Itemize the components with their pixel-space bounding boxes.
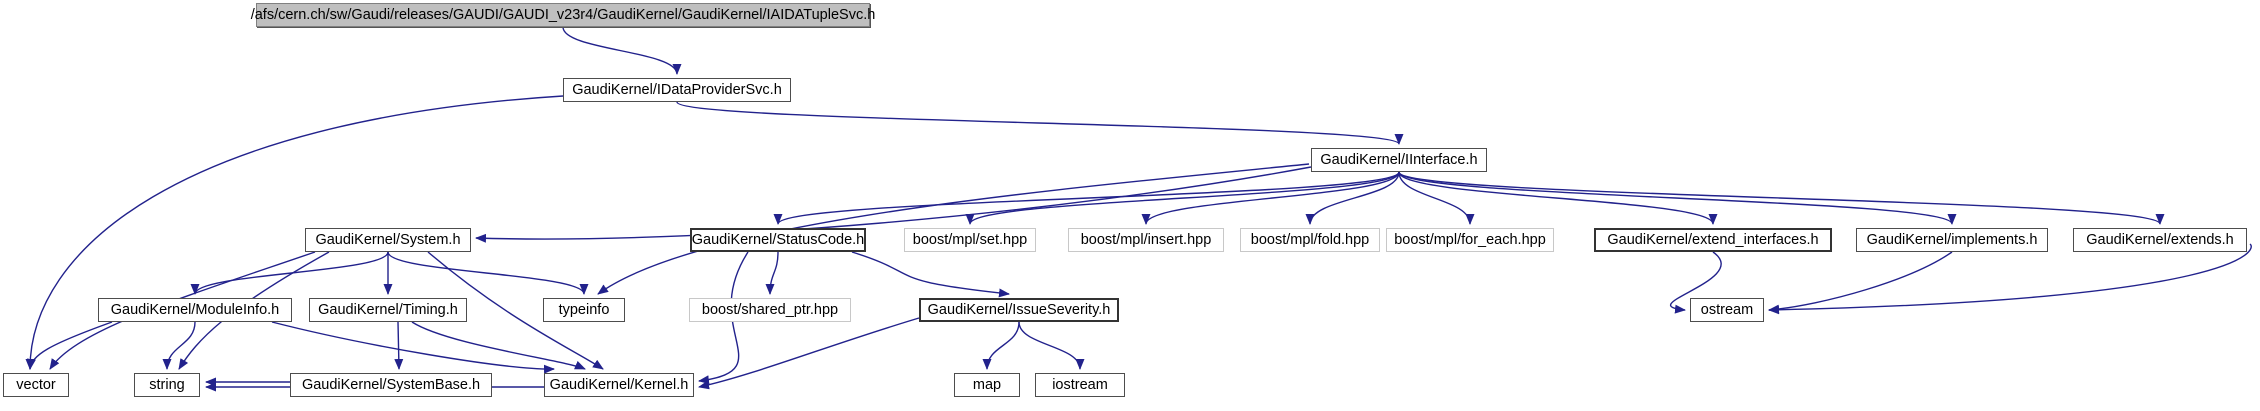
graph-node-iinterface[interactable]: GaudiKernel/IInterface.h [1311,148,1487,172]
graph-edge-idataprovider-to-vector [25,95,564,370]
graph-edge-root-to-idataprovider [562,26,682,75]
graph-edge-iinterface-to-typeinfo [597,163,1310,295]
graph-node-implements[interactable]: GaudiKernel/implements.h [1856,228,2048,252]
graph-node-label: boost/mpl/for_each.hpp [1394,231,1546,248]
graph-node-label: GaudiKernel/SystemBase.h [301,376,481,393]
graph-node-label: GaudiKernel/IInterface.h [1320,151,1478,168]
graph-node-vector[interactable]: vector [3,373,69,397]
graph-node-label: GaudiKernel/IssueSeverity.h [927,301,1111,318]
graph-node-extend_ifaces[interactable]: GaudiKernel/extend_interfaces.h [1594,228,1832,252]
graph-edge-iinterface-to-system [475,166,1312,243]
graph-edge-statuscode-to-shared_ptr [765,251,779,295]
graph-edge-extend_ifaces-to-ostream [1669,251,1722,314]
graph-edge-idataprovider-to-iinterface [676,101,1404,145]
graph-node-label: GaudiKernel/Timing.h [318,301,458,318]
graph-node-label: string [149,376,185,393]
graph-node-label: GaudiKernel/ModuleInfo.h [110,301,280,318]
graph-node-label: GaudiKernel/StatusCode.h [691,231,865,248]
graph-node-timing[interactable]: GaudiKernel/Timing.h [309,298,467,322]
graph-node-kernel[interactable]: GaudiKernel/Kernel.h [544,373,694,397]
graph-node-mpl_set[interactable]: boost/mpl/set.hpp [904,228,1036,252]
graph-edge-issueseverity-to-kernel [698,317,920,390]
graph-node-extends[interactable]: GaudiKernel/extends.h [2073,228,2247,252]
graph-node-label: typeinfo [558,301,610,318]
graph-edge-system-to-kernel [427,251,604,370]
graph-node-label: vector [16,376,56,393]
graph-edge-iinterface-to-mpl_set [965,171,1400,225]
graph-edge-statuscode-to-kernel [698,251,749,385]
graph-node-issueseverity[interactable]: GaudiKernel/IssueSeverity.h [919,298,1119,322]
graph-node-system[interactable]: GaudiKernel/System.h [305,228,471,252]
graph-edge-iinterface-to-extends [1398,171,2165,225]
graph-node-ostream[interactable]: ostream [1690,298,1764,322]
graph-node-label: GaudiKernel/Kernel.h [549,376,689,393]
graph-node-label: boost/mpl/insert.hpp [1080,231,1212,248]
graph-node-mpl_insert[interactable]: boost/mpl/insert.hpp [1068,228,1224,252]
graph-node-label: ostream [1700,301,1754,318]
graph-node-label: boost/shared_ptr.hpp [701,301,839,318]
graph-edge-moduleinfo-to-string [162,321,196,370]
graph-node-label: GaudiKernel/extend_interfaces.h [1607,231,1819,248]
graph-node-map[interactable]: map [954,373,1020,397]
graph-node-statuscode[interactable]: GaudiKernel/StatusCode.h [690,228,866,252]
graph-edge-iinterface-to-mpl_insert [1141,171,1400,225]
graph-node-label: map [972,376,1002,393]
graph-edge-timing-to-kernel [411,321,586,370]
graph-edge-system-to-typeinfo [387,251,589,295]
graph-node-mpl_for_each[interactable]: boost/mpl/for_each.hpp [1386,228,1554,252]
graph-edge-statuscode-to-issueseverity [851,251,1010,298]
graph-edge-moduleinfo-to-kernel [271,321,555,374]
graph-node-string[interactable]: string [134,373,200,397]
graph-node-label: GaudiKernel/implements.h [1866,231,2038,248]
graph-edge-iinterface-to-implements [1398,171,1957,225]
graph-node-mpl_fold[interactable]: boost/mpl/fold.hpp [1240,228,1380,252]
graph-node-label: GaudiKernel/System.h [315,231,461,248]
graph-node-root[interactable]: /afs/cern.ch/sw/Gaudi/releases/GAUDI/GAU… [251,3,875,27]
graph-edge-issueseverity-to-iostream [1018,321,1085,370]
graph-edge-iinterface-to-extend_ifaces [1398,171,1718,225]
graph-edge-implements-to-ostream [1768,251,1953,314]
graph-edge-timing-to-systembase [394,321,404,370]
graph-node-label: boost/mpl/set.hpp [912,231,1028,248]
graph-node-shared_ptr[interactable]: boost/shared_ptr.hpp [689,298,851,322]
graph-node-label: /afs/cern.ch/sw/Gaudi/releases/GAUDI/GAU… [250,6,876,23]
graph-node-label: GaudiKernel/IDataProviderSvc.h [572,81,782,98]
graph-edge-iinterface-to-mpl_fold [1305,171,1400,225]
graph-edge-iinterface-to-statuscode [773,171,1400,225]
graph-edge-moduleinfo-to-vector [26,321,113,370]
graph-node-label: GaudiKernel/extends.h [2086,231,2234,248]
graph-node-typeinfo[interactable]: typeinfo [543,298,625,322]
graph-node-moduleinfo[interactable]: GaudiKernel/ModuleInfo.h [98,298,292,322]
graph-node-label: boost/mpl/fold.hpp [1250,231,1370,248]
graph-edge-iinterface-to-mpl_for_each [1398,171,1475,225]
graph-node-systembase[interactable]: GaudiKernel/SystemBase.h [290,373,492,397]
graph-edge-extends-to-ostream [1768,243,2252,315]
graph-node-iostream[interactable]: iostream [1035,373,1125,397]
graph-edge-issueseverity-to-map [982,321,1020,370]
graph-node-label: iostream [1052,376,1108,393]
graph-node-idataprovider[interactable]: GaudiKernel/IDataProviderSvc.h [563,78,791,102]
